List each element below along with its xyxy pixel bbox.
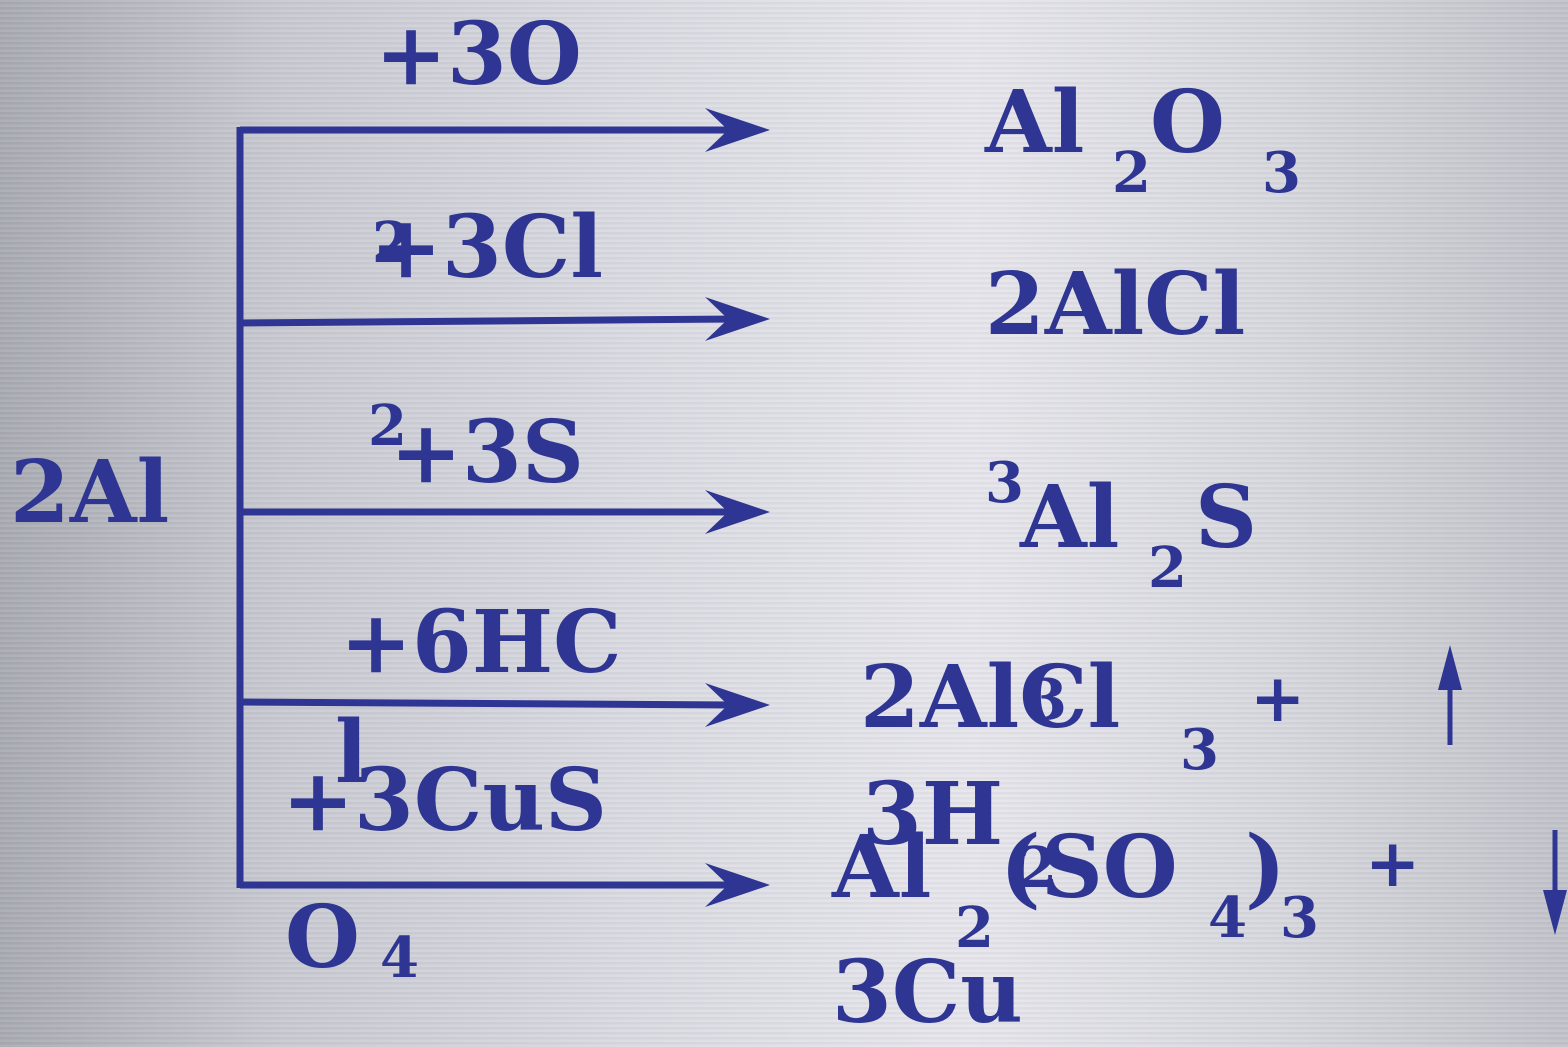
product-4-sub-3: 3: [1180, 717, 1219, 783]
arrowhead-2: [705, 297, 770, 341]
reagent-5-sub-4: 4: [380, 925, 419, 991]
product-2: 2AlCl: [985, 254, 1246, 355]
gas-product-sub-2: 2: [1018, 835, 1057, 901]
product-4-alcl: 2AlCl: [860, 647, 1121, 748]
product-1-sub-3: 3: [1262, 140, 1301, 206]
arrowhead-4: [705, 683, 770, 727]
gas-up-arrow: [1438, 645, 1462, 745]
arrow-line-4: [239, 698, 736, 709]
reagent-3: +3S: [390, 402, 585, 503]
reagent-3-prefix: 2: [368, 393, 407, 459]
product-1-al: Al: [985, 72, 1085, 173]
precipitate-down-arrow: [1543, 830, 1567, 935]
product-3-s: S: [1195, 467, 1258, 568]
precipitate-cu: 3Cu: [832, 942, 1023, 1043]
product-5-sub-3: 3: [1280, 885, 1319, 951]
product-5-sub-4: 4: [1208, 885, 1247, 951]
product-5-sub-2: 2: [955, 895, 994, 961]
product-5-plus: +: [1365, 824, 1421, 902]
product-4-plus: +: [1250, 659, 1306, 737]
reagent-1: +3O: [375, 4, 582, 105]
reagent-4: +6HC: [340, 592, 622, 693]
reagent-5-continued: O: [285, 887, 360, 988]
gas-product-h: 3H: [862, 764, 1004, 865]
product-5-so: (SO: [1000, 817, 1178, 918]
product-5-al: Al: [832, 817, 932, 918]
product-5-close-paren: ): [1245, 817, 1286, 918]
product-3-sub-2: 2: [1148, 535, 1187, 601]
arrowhead-5: [705, 863, 770, 907]
arrowhead-3: [705, 490, 770, 534]
product-3-superscript: 3: [985, 450, 1024, 516]
arrowhead-1: [705, 108, 770, 152]
product-1-sub-2: 2: [1112, 140, 1151, 206]
reagent-2-prefix: 2: [372, 210, 411, 276]
arrow-line-2: [239, 315, 736, 327]
product-3-al: Al: [1020, 467, 1120, 568]
product-4-overlay: 3: [1028, 667, 1067, 733]
reactant-label: 2Al: [10, 442, 170, 543]
reagent-4-continued: l: [335, 702, 368, 803]
reagent-5: +3CuS: [282, 750, 607, 851]
reagent-2: +3Cl: [370, 197, 604, 298]
product-1-o: O: [1150, 72, 1225, 173]
